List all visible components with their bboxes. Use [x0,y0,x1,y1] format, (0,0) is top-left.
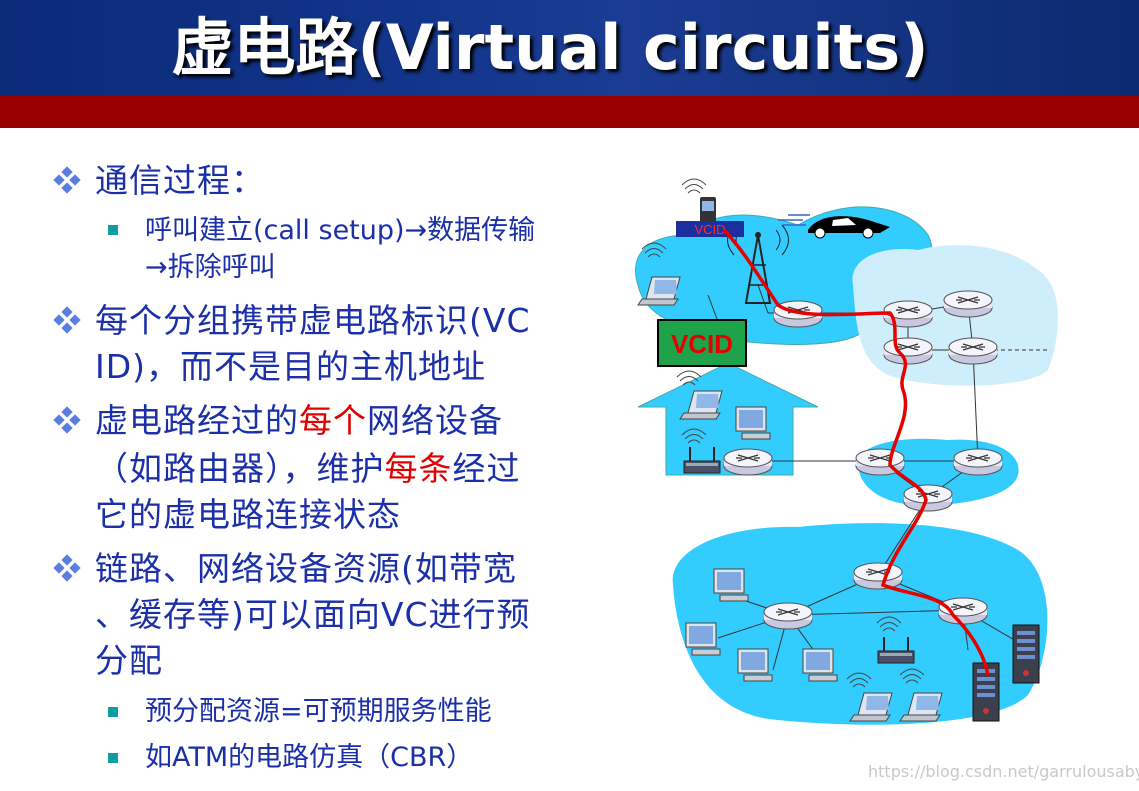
vcid-small-text: VCID [694,222,725,237]
bullet-state-line2: （如路由器），维护每条经过 [95,446,605,492]
router-icon [883,337,933,365]
router-icon [943,290,993,318]
highlight-each: 每个 [299,401,367,440]
bullet-vcid-line2: ID)，而不是目的主机地址 [95,347,487,386]
square-bullet-icon [108,753,118,763]
virtual-circuit-path [722,228,990,676]
diamond-bullet-icon [53,306,81,334]
sub-bullet-atm-cbr: 如ATM的电路仿真（CBR） [145,742,474,773]
diamond-bullet-icon [53,554,81,582]
vcid-big-label [657,319,747,367]
diamond-bullet-icon [53,166,81,194]
router-icon [903,484,953,512]
text-segment: 网络设备 [367,401,503,440]
sub-bullet-call-setup-line1: 呼叫建立(call setup)→数据传输 [145,215,536,246]
bullet-communication-process: 通信过程： [95,161,265,200]
square-bullet-icon [108,707,118,717]
bullet-resources-line3: 分配 [95,641,163,680]
router-icon [723,448,773,476]
router-icon [763,602,813,630]
text-segment: 虚电路经过的 [95,401,299,440]
diamond-bullet-icon [53,406,81,434]
bullet-resources-line1: 链路、网络设备资源(如带宽 [95,549,517,588]
car-icon [778,214,890,239]
bullet-vcid-line1: 每个分组携带虚电路标识(VC [95,301,531,340]
phone-icon [681,178,716,227]
title-accent-band [0,96,1139,128]
text-segment: 经过 [452,449,521,488]
square-bullet-icon [108,225,118,235]
router-icon [948,337,998,365]
title-bar: 虚电路(Virtual circuits) [0,0,1139,96]
server-icon [1012,624,1040,684]
highlight-each-vc: 每条 [384,449,453,488]
text-segment: （如路由器），维护 [95,449,385,488]
router-icon [938,597,988,625]
router-icon [853,562,903,590]
virtual-circuit-network-diagram: VCID VCID [635,178,1058,725]
sub-bullet-predictable-service: 预分配资源=可预期服务性能 [145,696,492,727]
bullet-state-line1: 虚电路经过的每个网络设备 [95,398,605,444]
bullet-resources-line2: 、缓存等)可以面向VC进行预 [95,595,531,634]
slide-title: 虚电路(Virtual circuits) [171,11,929,84]
bullet-state-line3: 它的虚电路连接状态 [95,495,401,534]
vcid-big-text: VCID [671,329,733,359]
router-icon [953,448,1003,476]
watermark: https://blog.csdn.net/garrulousabyss [868,762,1139,781]
sub-bullet-call-setup-line2: →拆除呼叫 [145,252,276,283]
